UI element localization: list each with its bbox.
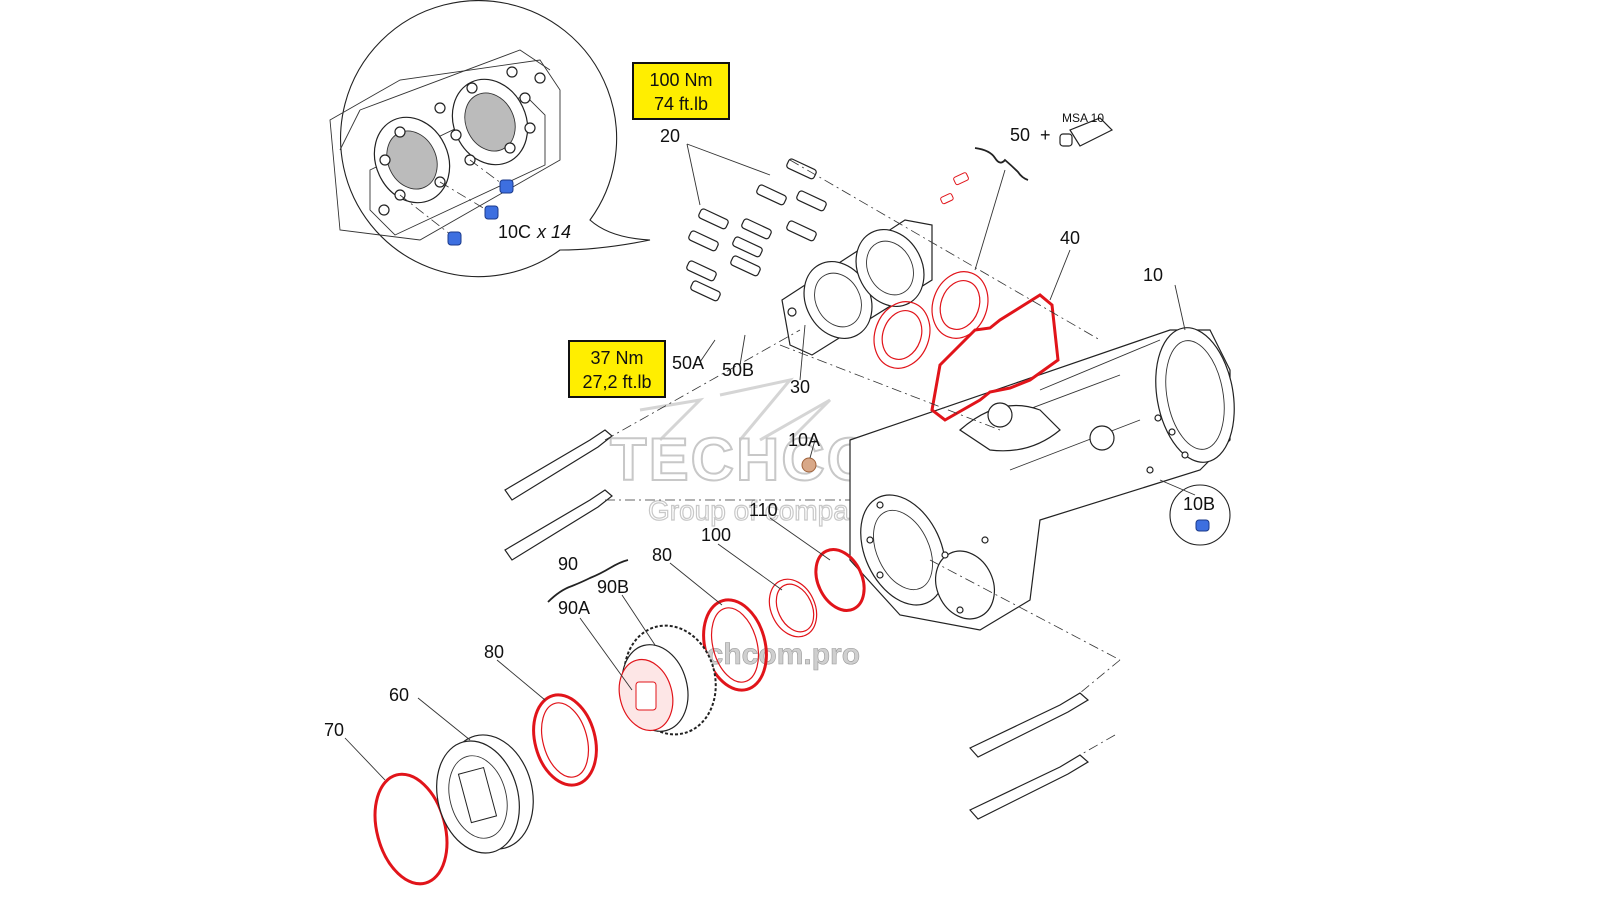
sealant-tube: MSA 10 xyxy=(1059,111,1114,147)
plug-10A xyxy=(801,457,817,473)
torque-box-upper: 100 Nm 74 ft.lb xyxy=(632,62,730,120)
torque-box-lower: 37 Nm 27,2 ft.lb xyxy=(568,340,666,398)
leader-lines xyxy=(344,143,1196,781)
label-10B: 10B xyxy=(1183,494,1215,514)
label-20: 20 xyxy=(660,126,680,146)
housing-holes xyxy=(866,414,1189,614)
label-10C: 10C xyxy=(498,222,531,242)
oring-110 xyxy=(814,548,866,612)
label-90B: 90B xyxy=(597,577,629,597)
label-50: 50 xyxy=(1010,125,1030,145)
label-90A: 90A xyxy=(558,598,590,618)
ring-100 xyxy=(768,578,818,638)
bubble-bolt-holes xyxy=(378,66,546,216)
label-10C-qty: x 14 xyxy=(536,222,571,242)
seal-discs-50 xyxy=(873,172,989,369)
label-70: 70 xyxy=(324,720,344,740)
brace-50 xyxy=(974,147,1029,181)
cover-plate xyxy=(781,219,933,356)
bearing-80-left xyxy=(532,693,598,787)
gasket-40 xyxy=(930,293,1060,422)
torque-lower-ftlb: 27,2 ft.lb xyxy=(582,372,652,392)
bolt-set-20 xyxy=(686,158,827,302)
label-50A: 50A xyxy=(672,353,704,373)
label-100: 100 xyxy=(701,525,731,545)
torque-lower-nm: 37 Nm xyxy=(590,348,644,368)
studs xyxy=(504,429,1090,820)
piston-60 xyxy=(436,734,534,854)
label-40: 40 xyxy=(1060,228,1080,248)
gear-assembly-90 xyxy=(618,624,717,736)
label-50B: 50B xyxy=(722,360,754,380)
blue-plug-group xyxy=(447,179,514,246)
label-90: 90 xyxy=(558,554,578,574)
torque-upper-ftlb: 74 ft.lb xyxy=(653,94,709,114)
main-housing xyxy=(801,327,1235,631)
label-10A: 10A xyxy=(788,430,820,450)
torque-upper-nm: 100 Nm xyxy=(649,70,713,90)
label-80-left: 80 xyxy=(484,642,504,662)
plug-10B xyxy=(1195,519,1210,532)
label-80-right: 80 xyxy=(652,545,672,565)
label-10: 10 xyxy=(1143,265,1163,285)
label-msa: MSA 10 xyxy=(1062,111,1104,125)
label-30: 30 xyxy=(790,377,810,397)
label-60: 60 xyxy=(389,685,409,705)
callout-labels: 10 10A 10B 20 30 40 50 + 50A 50B 60 70 8… xyxy=(324,125,1215,740)
watermark-url: techcom.pro xyxy=(680,638,860,671)
detail-circle-10B xyxy=(1169,484,1231,546)
detail-bubble: 10C x 14 xyxy=(329,0,651,278)
brace-90 xyxy=(547,559,629,603)
label-50-plus: + xyxy=(1040,125,1051,145)
label-110: 110 xyxy=(749,500,778,520)
